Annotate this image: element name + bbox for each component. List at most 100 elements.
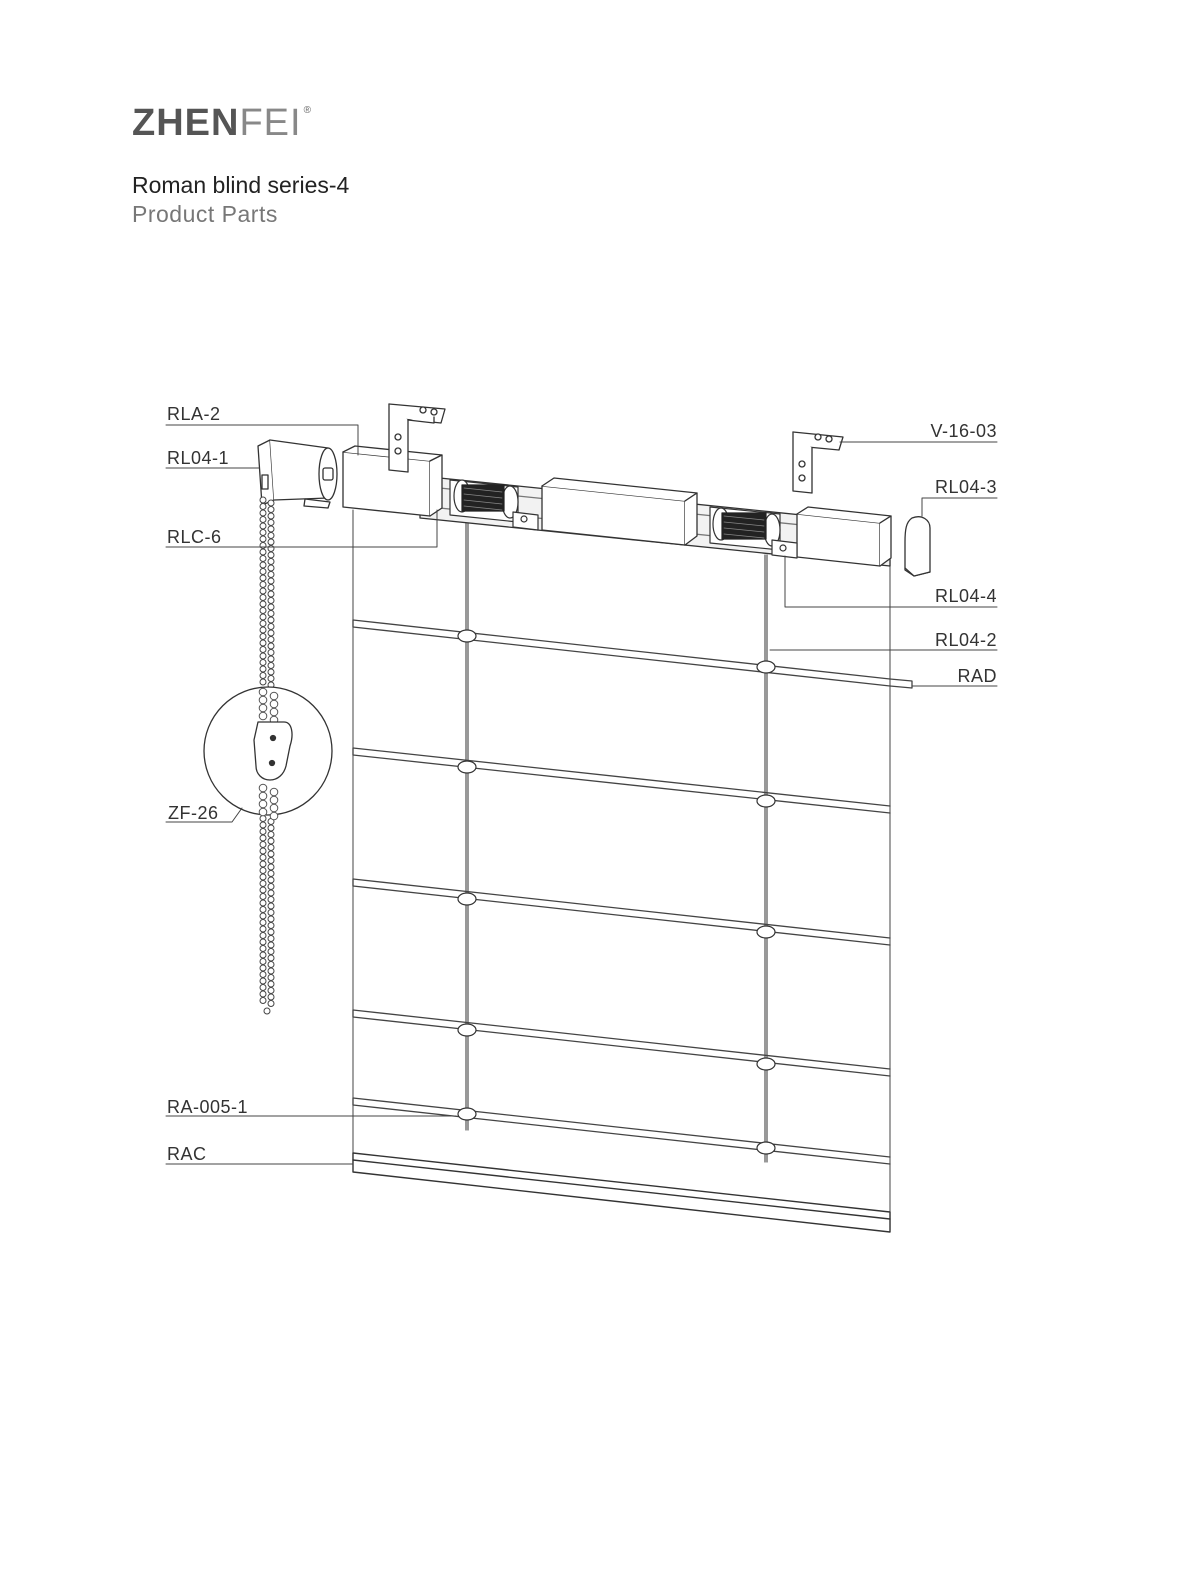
chain-bead (267, 876, 275, 884)
chain-bead (267, 538, 275, 546)
chain-bead (259, 886, 267, 894)
chain-bead (267, 987, 275, 994)
page-title: Roman blind series-4 (132, 172, 350, 198)
chain-bead (259, 997, 267, 1004)
chain-bead (267, 863, 275, 871)
ring (457, 892, 477, 906)
chain-bead (259, 847, 267, 855)
chain-bead (259, 652, 267, 660)
label-rac: RAC (167, 1144, 207, 1164)
leader-lines (165, 424, 998, 1165)
chain-bead (267, 896, 275, 903)
rod-4 (352, 1009, 891, 1077)
chain-bead (259, 626, 267, 634)
ring (457, 1107, 477, 1121)
chain-bead (267, 603, 275, 611)
chain-bead (267, 499, 275, 507)
chain-bead (258, 807, 268, 817)
chain-bead (269, 691, 279, 701)
chain-connector-detail (203, 686, 333, 821)
chain-bead (259, 932, 267, 939)
chain-bead (259, 594, 267, 601)
chain-bead (259, 912, 267, 920)
chain-bead (259, 568, 267, 575)
chain-bead (259, 990, 267, 998)
label-rl044: RL04-4 (935, 586, 997, 606)
chain-bead (267, 506, 275, 513)
chain-bead (267, 519, 275, 526)
chain-bead (259, 899, 267, 907)
winder-right (709, 506, 798, 559)
chain-bead (267, 564, 275, 572)
chain-bead (259, 945, 267, 952)
chain-bead (267, 649, 275, 656)
chain-bead (267, 948, 275, 955)
chain-bead (259, 620, 267, 627)
chain-bead (267, 623, 275, 630)
chain-bead (267, 636, 275, 643)
chain-bead (258, 695, 268, 705)
chain-bead (267, 909, 275, 916)
chain-bead (269, 803, 279, 813)
chain-bead (267, 558, 275, 565)
chain-bead (267, 850, 275, 858)
bracket-left (388, 403, 446, 473)
label-rad: RAD (957, 666, 997, 686)
chain-bead (258, 791, 268, 801)
chain-bead (259, 646, 267, 653)
chain-bead (259, 581, 267, 588)
ring (756, 794, 776, 808)
chain-bead (259, 893, 267, 900)
chain-bead (267, 551, 275, 559)
chain-bead (267, 974, 275, 981)
chain-bead (269, 707, 279, 717)
label-rl042: RL04-2 (935, 630, 997, 650)
ring (457, 760, 477, 774)
brand-logo: ZHENFEI® (132, 104, 312, 142)
chain-bead (259, 984, 267, 991)
chain-bead (269, 787, 279, 797)
fabric-rods (352, 619, 913, 1165)
rod-3 (352, 878, 891, 946)
winder-left (449, 479, 539, 531)
chain-bead (259, 503, 267, 510)
chain-bead (259, 964, 267, 972)
chain-bead (258, 687, 268, 697)
chain-bead (267, 590, 275, 598)
chain-bead (267, 980, 275, 988)
chain-bead (259, 938, 267, 946)
chain-bead (267, 831, 275, 838)
brand-name-bold: ZHEN (132, 102, 240, 144)
bracket-right (792, 431, 844, 494)
chain-bead (259, 867, 267, 874)
chain-bead (259, 496, 267, 504)
chain-bead (258, 711, 268, 721)
leader-rl044 (784, 555, 998, 608)
chain-bead (259, 600, 267, 608)
chain-bead (259, 951, 267, 959)
leader-zf26 (165, 807, 243, 823)
chain-bead (259, 854, 267, 861)
chain-bead (259, 841, 267, 848)
chain-bead (267, 967, 275, 975)
leader-rl043 (921, 497, 998, 517)
chain-bead (267, 571, 275, 578)
rod-1-tip (889, 678, 913, 689)
chain-bead (259, 633, 267, 640)
chain-bead (258, 799, 268, 809)
chain-bead (259, 958, 267, 965)
chain-bead (267, 616, 275, 624)
chain-bead (267, 941, 275, 949)
chain-bead (259, 659, 267, 666)
label-v1603: V-16-03 (930, 421, 997, 441)
chain-bead (259, 977, 267, 985)
chain-bead (259, 925, 267, 933)
end-cap-right (904, 516, 931, 577)
chain-bead (267, 642, 275, 650)
chain-bead (267, 870, 275, 877)
chain-bead (267, 525, 275, 533)
label-rlc6: RLC-6 (167, 527, 222, 547)
chain-bead (259, 561, 267, 569)
chain-bead (267, 961, 275, 968)
leader-rlc6 (165, 509, 438, 548)
